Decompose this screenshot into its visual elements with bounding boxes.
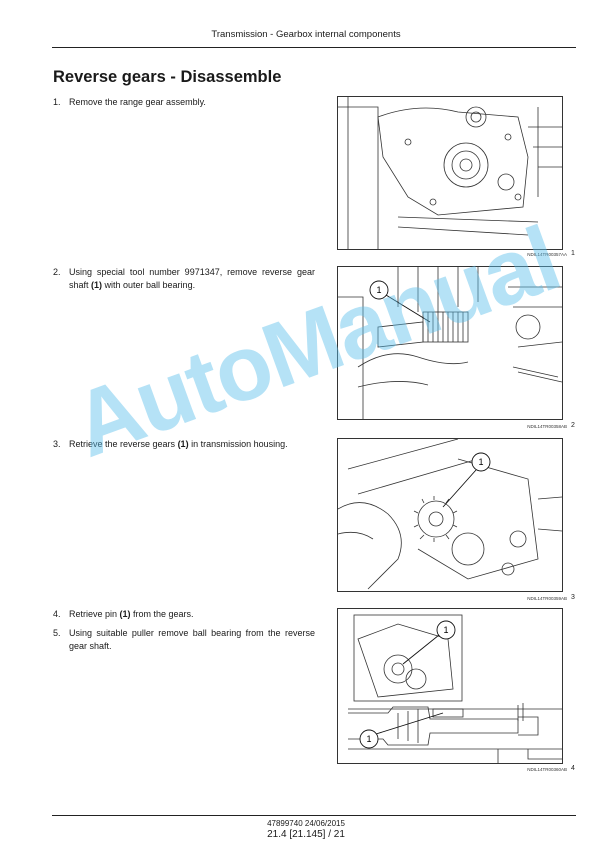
step-reference: (1) [91,279,103,290]
step-text-part: with outer ball bearing. [102,279,196,290]
figure-3-callout: 1 [478,457,483,467]
step-text-part: in transmission housing. [188,439,288,449]
step-number: 5. [53,628,61,638]
figure-1-number: 1 [571,250,575,257]
figure-2-callout: 1 [376,285,381,295]
figure-1-image [337,96,563,250]
step-text: Using special tool number 9971347, remov… [69,266,315,291]
step-3: 3. Retrieve the reverse gears (1) in tra… [53,438,315,451]
step-number: 1. [53,97,61,107]
step-text: Remove the range gear assembly. [69,97,206,107]
header-rule [52,47,576,48]
step-text-part: Using special tool number 9971347, remov… [69,267,315,290]
step-number: 4. [53,609,61,619]
running-header: Transmission - Gearbox internal componen… [211,29,401,40]
section-title: Reverse gears - Disassemble [53,68,282,86]
step-5: 5. Using suitable puller remove ball bea… [53,627,315,652]
step-text: Retrieve pin (1) from the gears. [69,608,315,621]
step-number: 3. [53,439,61,449]
figure-1-code: NDIL14TR00357AA [527,252,567,257]
figure-3-number: 3 [571,594,575,601]
step-reference: (1) [119,609,131,619]
figure-4-code: NDIL14TR00360AB [527,767,567,772]
step-reference: (1) [177,439,189,449]
figure-2-image: 1 [337,266,563,420]
step-text-part: from the gears. [130,609,194,619]
step-2: 2. Using special tool number 9971347, re… [53,266,315,291]
figure-2-code: NDIL14TR00358AB [527,424,567,429]
figure-4-number: 4 [571,765,575,772]
step-number: 2. [53,267,61,277]
footer-page-number: 21.4 [21.145] / 21 [267,829,345,840]
figure-4-image: 1 1 [337,608,563,764]
footer-rule [52,815,576,816]
figure-2-number: 2 [571,422,575,429]
footer-document-id: 47899740 24/06/2015 [267,819,345,828]
step-text-part: Retrieve the reverse gears [69,439,178,449]
step-1: 1. Remove the range gear assembly. [53,96,315,109]
figure-4-callout-bottom: 1 [366,734,371,744]
step-text: Retrieve the reverse gears (1) in transm… [69,438,315,451]
step-text-part: Retrieve pin [69,609,120,619]
figure-4-callout-top: 1 [443,625,448,635]
figure-3-image: 1 [337,438,563,592]
figure-3-code: NDIL14TR00359AB [527,596,567,601]
step-4: 4. Retrieve pin (1) from the gears. [53,608,315,621]
step-text: Using suitable puller remove ball bearin… [69,628,315,651]
